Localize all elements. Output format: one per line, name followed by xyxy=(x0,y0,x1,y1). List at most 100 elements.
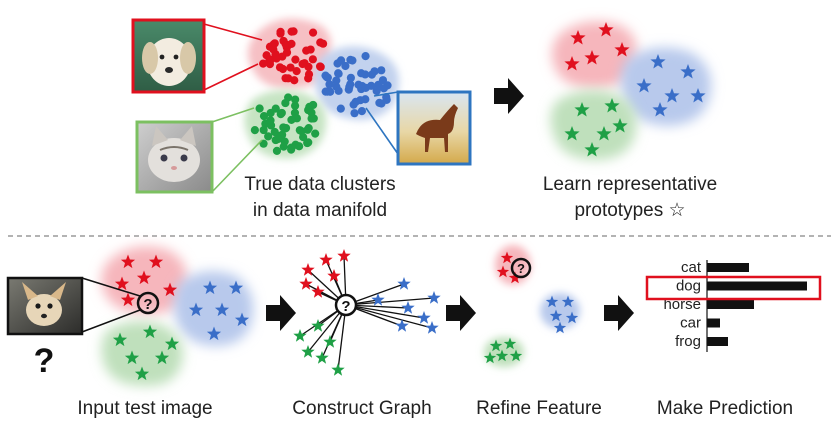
data-point xyxy=(306,45,315,54)
chihuahua-photo xyxy=(6,276,84,336)
star-icon xyxy=(234,312,250,327)
data-point xyxy=(370,67,379,76)
data-point xyxy=(350,109,359,118)
data-point xyxy=(377,66,386,75)
data-point xyxy=(308,55,317,64)
data-point xyxy=(278,64,288,74)
data-point xyxy=(308,28,318,37)
data-point xyxy=(255,104,264,113)
refine-stars xyxy=(483,251,579,364)
star-icon xyxy=(614,42,630,57)
star-icon xyxy=(500,251,514,264)
star-icon xyxy=(134,366,150,381)
data-point xyxy=(333,59,342,68)
star-icon xyxy=(652,102,668,117)
star-icon xyxy=(427,291,441,304)
star-icon xyxy=(299,277,313,290)
star-icon xyxy=(337,249,351,262)
prediction-highlight-box xyxy=(645,275,822,301)
star-icon xyxy=(188,302,204,317)
input-step-panel: ? ? xyxy=(6,246,254,386)
star-icon xyxy=(604,98,620,113)
data-point xyxy=(311,129,320,138)
star-icon xyxy=(214,302,230,317)
data-point xyxy=(270,39,279,48)
input-stars xyxy=(112,254,250,381)
data-point xyxy=(378,76,388,85)
kitten-photo xyxy=(135,120,214,194)
star-icon xyxy=(417,311,431,324)
prototype-stars xyxy=(564,22,706,157)
data-point xyxy=(334,69,343,78)
data-point xyxy=(325,80,334,89)
data-point xyxy=(309,114,318,123)
data-point xyxy=(316,62,325,72)
star-icon xyxy=(564,126,580,141)
prototypes-caption-line1: Learn representative xyxy=(543,174,717,195)
step-refine-caption: Refine Feature xyxy=(476,398,602,419)
star-icon xyxy=(680,64,696,79)
data-point xyxy=(274,134,283,144)
star-icon xyxy=(549,309,563,322)
horse-connector-line xyxy=(365,107,399,155)
star-icon xyxy=(584,142,600,157)
green-cluster-dots xyxy=(250,93,320,155)
star-icon xyxy=(142,324,158,339)
star-icon xyxy=(561,295,575,308)
right-arrow-icon xyxy=(494,78,524,114)
query-connector-line xyxy=(81,309,141,333)
data-point xyxy=(377,99,386,108)
data-point xyxy=(292,67,301,76)
data-point xyxy=(345,82,354,92)
data-point xyxy=(341,61,350,71)
svg-text:?: ? xyxy=(517,261,525,276)
star-icon xyxy=(598,22,614,37)
star-icon xyxy=(584,50,600,65)
svg-text:?: ? xyxy=(341,298,350,315)
data-point xyxy=(259,112,269,121)
star-icon xyxy=(395,319,409,332)
dog-connector-line xyxy=(203,23,263,41)
data-point xyxy=(266,116,275,125)
data-point xyxy=(351,97,360,106)
prediction-label: dog xyxy=(676,278,701,295)
graph-edge xyxy=(345,297,435,306)
graph-stars xyxy=(293,249,441,376)
data-point xyxy=(321,71,330,80)
graph-edge xyxy=(345,304,433,329)
star-icon xyxy=(293,329,307,342)
prediction-bar xyxy=(707,263,749,272)
data-point xyxy=(286,63,295,72)
prediction-label: cat xyxy=(681,259,702,276)
star-icon xyxy=(323,335,337,348)
prototypes-caption-line2: prototypes ☆ xyxy=(574,200,685,221)
data-point xyxy=(361,95,370,104)
star-icon xyxy=(425,321,439,334)
star-icon xyxy=(509,349,523,362)
data-point xyxy=(291,55,300,64)
data-point xyxy=(264,132,273,141)
svg-text:?: ? xyxy=(143,296,152,313)
star-icon xyxy=(120,254,136,269)
data-point xyxy=(361,51,370,61)
data-point xyxy=(354,80,363,89)
data-point xyxy=(308,100,318,110)
star-icon xyxy=(636,78,652,93)
star-icon xyxy=(596,126,612,141)
prediction-bar xyxy=(707,281,807,291)
star-icon xyxy=(327,269,341,282)
data-point xyxy=(272,146,282,155)
data-point xyxy=(299,133,308,142)
data-point xyxy=(346,73,355,82)
prototypes-panel: Learn representative prototypes ☆ xyxy=(543,21,717,221)
data-point xyxy=(291,95,300,104)
star-icon xyxy=(574,102,590,117)
cat-connector-line xyxy=(211,139,263,193)
data-point xyxy=(287,115,296,124)
data-point xyxy=(282,48,292,57)
data-point xyxy=(357,69,366,78)
data-point xyxy=(298,59,307,69)
star-icon xyxy=(154,350,170,365)
